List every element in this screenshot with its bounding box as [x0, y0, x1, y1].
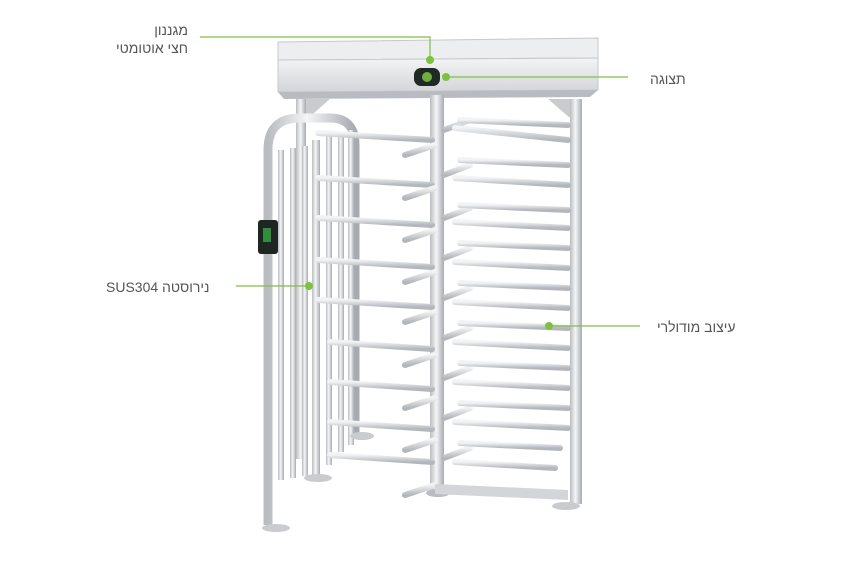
display-callout-label: תצוגה: [650, 71, 686, 87]
base-rail: [435, 484, 580, 510]
modular-callout-label: עיצוב מודולרי: [657, 319, 736, 335]
card-reader: [258, 220, 278, 254]
rotor-arms-left: [315, 130, 438, 498]
top-housing: [277, 37, 599, 99]
modular-dot: [545, 322, 553, 330]
mechanism-label-line2: חצי אוטומטי: [116, 40, 188, 56]
mechanism-dot: [426, 56, 434, 64]
rotor-arms-right: [441, 117, 571, 471]
steel-callout-label: SUS304 נירוסטה: [106, 279, 210, 295]
mechanism-callout-label: מגננון חצי אוטומטי: [116, 21, 188, 57]
display-unit: [414, 68, 440, 86]
display-dot: [442, 73, 450, 81]
callout-lines: [200, 36, 640, 327]
callout-dots: [305, 56, 553, 330]
steel-dot: [305, 282, 313, 290]
mechanism-label-line1: מגננון: [154, 22, 188, 38]
